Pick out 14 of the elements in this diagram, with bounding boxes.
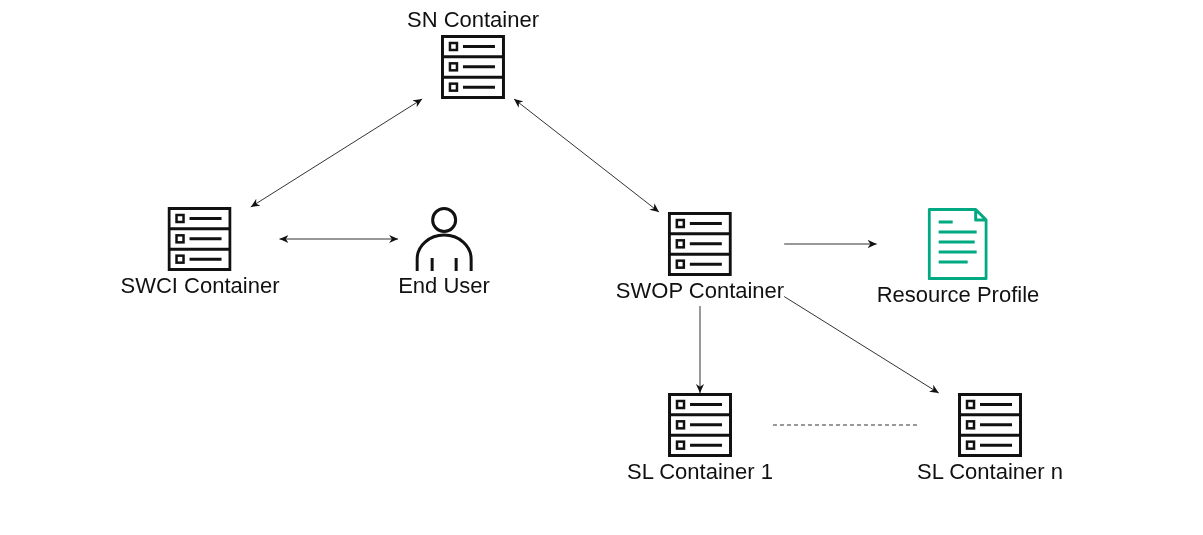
- node-label: SWCI Container: [120, 272, 280, 300]
- arrow: [513, 98, 660, 213]
- node-label: SL Container 1: [627, 458, 773, 486]
- arrow: [279, 234, 399, 244]
- arrow: [250, 98, 423, 208]
- arrow: [695, 305, 705, 394]
- node-label: End User: [398, 272, 490, 300]
- node-label: SN Container: [406, 6, 540, 34]
- arrow: [783, 239, 878, 249]
- connector-line: [772, 424, 918, 426]
- arrow: [783, 296, 940, 394]
- node-label: SWOP Container: [615, 277, 785, 305]
- node-label: SL Container n: [917, 458, 1063, 486]
- node-label: Resource Profile: [876, 281, 1040, 309]
